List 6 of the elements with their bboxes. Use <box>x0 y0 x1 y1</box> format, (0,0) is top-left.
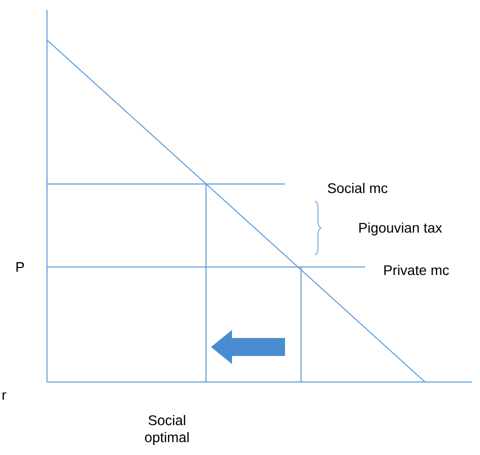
axis-label: Social optimal <box>145 414 189 445</box>
axis-label: Pigouvian tax <box>359 222 442 236</box>
axis-label: P <box>16 262 24 272</box>
axis-label: r <box>2 392 6 400</box>
axis-label: Social mc <box>328 182 388 194</box>
axis-label: Private mc <box>384 264 449 276</box>
